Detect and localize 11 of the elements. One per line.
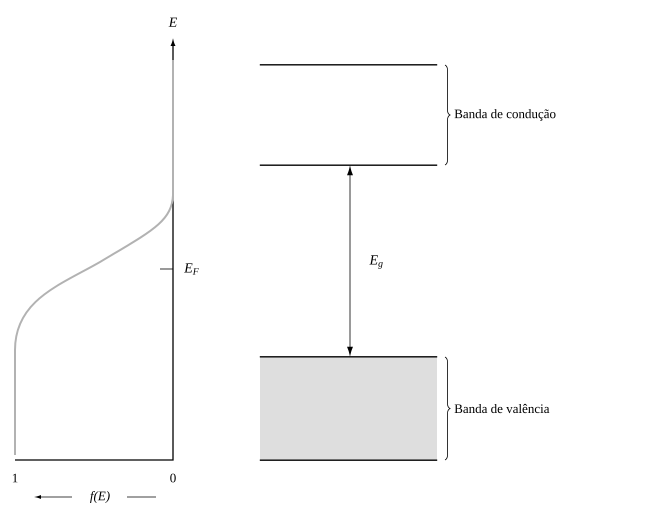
energy-band	[260, 64, 438, 166]
edge-label: E$_{g}$	[369, 255, 383, 269]
tick-label: 0	[170, 474, 176, 482]
arrow	[347, 166, 353, 356]
level-label: E$_{F}$	[184, 263, 199, 275]
band-label: Banda de condução	[454, 109, 556, 121]
band-label: Banda de valência	[454, 404, 550, 414]
tick-label: 1	[12, 474, 18, 482]
energy-band	[260, 356, 438, 461]
axis-label: E	[168, 18, 178, 27]
axis-label: f(E)	[90, 491, 110, 503]
